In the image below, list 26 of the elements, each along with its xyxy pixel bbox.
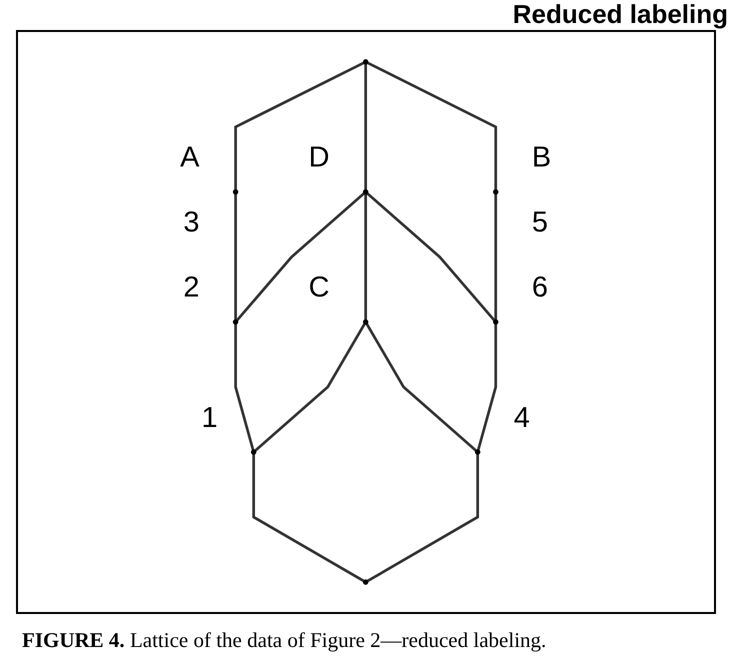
point-label: 6 [532, 272, 548, 304]
lattice-line [364, 194, 368, 320]
title: Reduced labeling [512, 0, 728, 28]
lattice-line [234, 194, 238, 320]
lattice-line [364, 64, 368, 190]
caption: FIGURE 4. Lattice of the data of Figure 2—reduced labeling. [22, 628, 546, 653]
lattice-line [234, 61, 365, 190]
lattice-line [234, 324, 255, 451]
lattice-line [236, 192, 366, 322]
point-label: D [309, 142, 330, 174]
point-label: 5 [532, 206, 548, 239]
lattice-line [494, 194, 498, 320]
lattice-line [367, 61, 498, 190]
point-label: 1 [202, 402, 218, 434]
lattice-line [366, 454, 480, 582]
point-label: 2 [184, 272, 200, 304]
point-label: C [309, 272, 330, 304]
lattice-line [366, 192, 496, 322]
point-label: A [180, 142, 200, 174]
point-label: 3 [184, 206, 200, 239]
lattice-line [254, 322, 366, 452]
point-label: B [532, 142, 552, 174]
point-label: 4 [514, 402, 530, 434]
lattice-line [366, 322, 478, 452]
lattice-line [252, 454, 366, 582]
lattice-line [477, 324, 498, 451]
